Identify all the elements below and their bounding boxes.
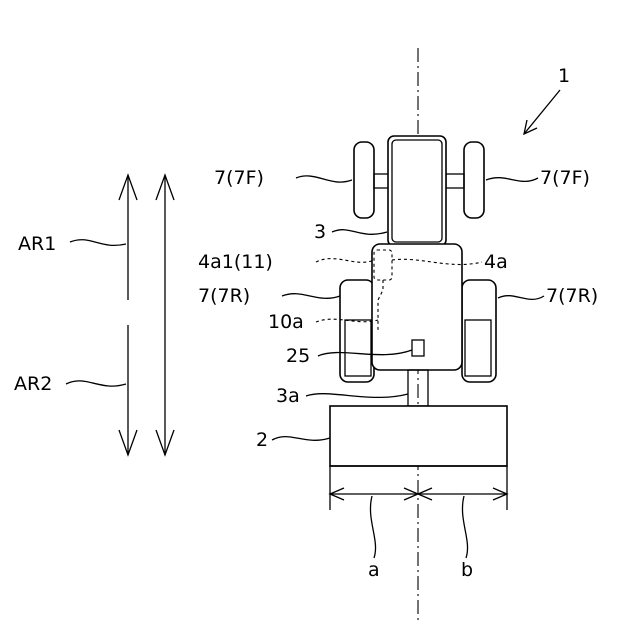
ar1-label: AR1: [18, 233, 56, 255]
ref-1-label: 1: [558, 65, 570, 87]
direction-arrows: [119, 175, 174, 455]
front-wheel-right-label: 7(7F): [540, 167, 590, 189]
rear-wheel-right-label: 7(7R): [546, 285, 598, 307]
body-label: 3: [314, 221, 326, 243]
front-wheel-left-leader: [296, 176, 352, 182]
body-leader: [332, 230, 387, 235]
ar2-label: AR2: [14, 373, 52, 395]
rear-wheel-left: [340, 280, 374, 382]
implement-2-label: 2: [256, 429, 268, 451]
part-10a-label: 10a: [268, 311, 304, 333]
rear-wheel-left-label: 7(7R): [198, 285, 250, 307]
part-25-label: 25: [286, 345, 310, 367]
ar1-leader: [70, 240, 126, 246]
width-b-label: b: [461, 559, 473, 581]
rear-wheel-right-leader: [498, 296, 544, 300]
sensor-4a-label: 4a: [484, 251, 508, 273]
width-a-label: a: [368, 559, 380, 581]
sensor-4a1-leader: [316, 259, 374, 263]
front-wheel-left-label: 7(7F): [214, 167, 264, 189]
front-wheel-left: [354, 142, 390, 218]
sensor-4a1-label: 4a1(11): [198, 251, 273, 273]
width-b-leader: [462, 496, 467, 558]
hitch-3a-label: 3a: [276, 385, 300, 407]
hitch-3a-leader: [306, 394, 408, 398]
ar2-leader: [66, 381, 126, 386]
tractor-hood: [388, 136, 446, 246]
tractor-cabin: [372, 244, 462, 370]
implement-2-leader: [272, 437, 330, 441]
width-a-leader: [370, 496, 375, 558]
rear-wheel-left-leader: [282, 294, 340, 299]
front-wheel-right: [446, 142, 484, 218]
ref-1-arrow-shaft: [524, 90, 560, 134]
rear-wheel-right: [462, 280, 496, 382]
front-wheel-right-leader: [486, 178, 538, 182]
